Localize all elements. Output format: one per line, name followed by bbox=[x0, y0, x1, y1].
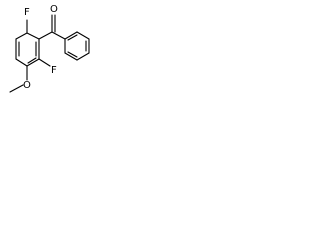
structure-diagram: F O F O bbox=[0, 0, 106, 98]
bond-ring-left-4 bbox=[26, 58, 40, 67]
fluorine-label-bottom: F bbox=[51, 65, 57, 76]
bond-carbonyl-to-phenyl bbox=[51, 31, 66, 40]
bond-ring-right-5 bbox=[64, 52, 78, 61]
fluorine-label-top: F bbox=[24, 7, 30, 18]
carbonyl-oxygen-label: O bbox=[50, 4, 58, 15]
double-bond-inner-bottom bbox=[27, 57, 37, 64]
background bbox=[0, 0, 106, 98]
bond-ring-left-3 bbox=[15, 58, 28, 67]
bond-ring-right-2 bbox=[76, 31, 90, 40]
methoxy-oxygen-label: O bbox=[23, 80, 31, 91]
phenyl-ring bbox=[64, 31, 90, 61]
bond-ring-left-1 bbox=[15, 32, 28, 40]
bond-ring-right-4 bbox=[76, 52, 90, 61]
bond-ring-left-6 bbox=[26, 32, 40, 40]
double-bond-phenyl-bottom bbox=[67, 51, 78, 58]
fluoromethoxyphenyl-ring bbox=[15, 32, 40, 67]
double-bond-phenyl-top bbox=[67, 34, 78, 41]
bond-ring-right-1 bbox=[64, 31, 78, 40]
bond-to-bottom-fluorine bbox=[38, 58, 51, 67]
bond-ring-to-carbonyl bbox=[38, 31, 53, 40]
bond-methoxy-oxygen-to-methyl bbox=[9, 84, 24, 93]
